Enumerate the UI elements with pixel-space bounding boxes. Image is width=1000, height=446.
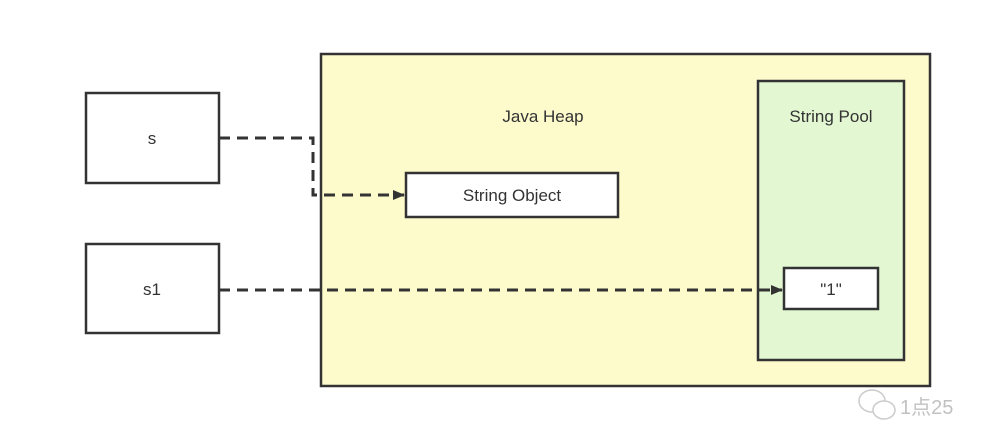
string-pool-container: String Pool (756, 79, 906, 362)
watermark-text: 1点25 (900, 396, 953, 419)
watermark: 1点25 (858, 389, 953, 420)
string-object-box: String Object (404, 171, 620, 219)
string-literal-box: "1" (782, 266, 880, 311)
variable-s-box: s (84, 91, 221, 185)
variable-s-label: s (148, 129, 157, 148)
wechat-icon (858, 389, 896, 420)
java-heap-label: Java Heap (502, 107, 583, 126)
string-pool-label: String Pool (789, 107, 872, 126)
arrow-s-to-string-object (219, 136, 405, 200)
string-object-label: String Object (463, 186, 562, 205)
string-literal-label: "1" (820, 280, 842, 299)
variable-s1-box: s1 (84, 242, 221, 335)
variable-s1-label: s1 (143, 280, 161, 299)
